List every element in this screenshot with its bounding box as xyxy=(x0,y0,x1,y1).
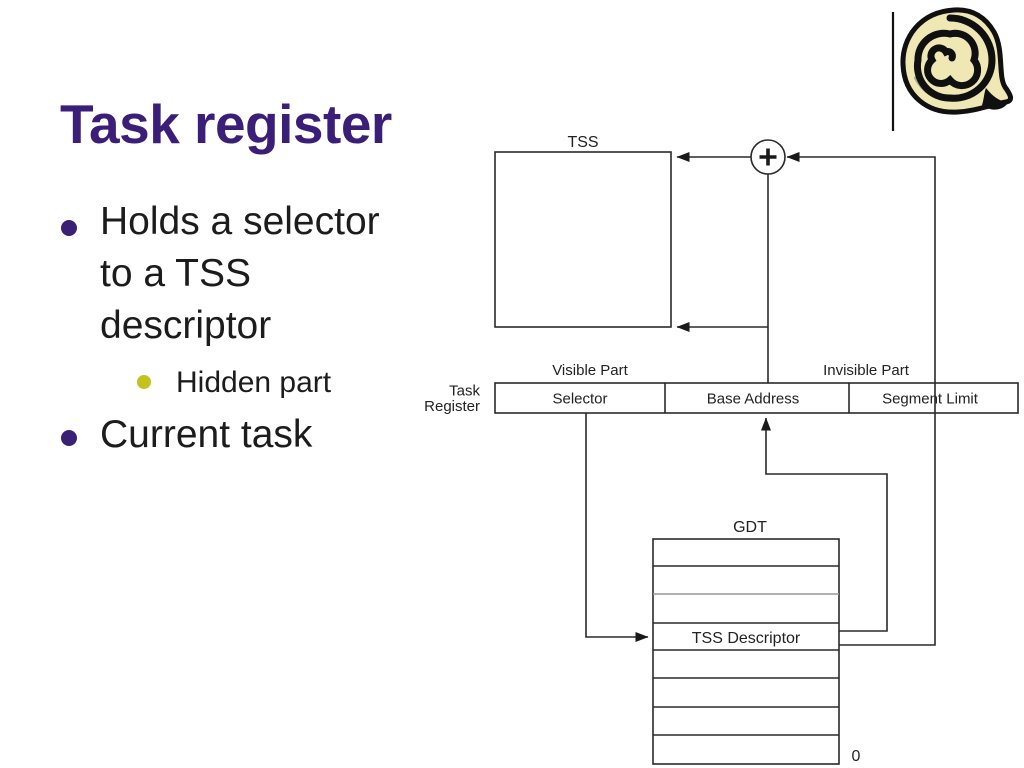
bullet-item-1-line-3: descriptor xyxy=(100,304,272,347)
invisible-part-label: Invisible Part xyxy=(823,362,910,379)
bullet-item-1-line-2: to a TSS xyxy=(100,252,252,295)
gdt-box xyxy=(652,538,840,765)
arrow-selector-to-tss-descriptor xyxy=(585,413,649,642)
slide-title: Task register xyxy=(60,93,392,155)
arrow-descriptor-to-base-address xyxy=(761,417,888,632)
tss-box xyxy=(494,151,672,328)
arrow-descriptor-to-adder xyxy=(786,152,936,646)
bullet-item-1: Holds a selector to a TSS descriptor xyxy=(100,196,380,352)
sub-bullet-dot-icon xyxy=(137,375,151,389)
shell-spiral xyxy=(913,14,996,102)
task-register-box xyxy=(494,382,1019,414)
plus-icon xyxy=(759,148,777,166)
spiral-shell-image xyxy=(900,7,1014,115)
selector-cell-label: Selector xyxy=(552,391,607,408)
bullet-dot-icon xyxy=(61,430,77,446)
segment-limit-cell-label: Segment Limit xyxy=(882,391,979,408)
gdt-label: GDT xyxy=(733,519,767,536)
bullet-dot-icon xyxy=(61,220,77,236)
shell-lip xyxy=(982,88,1009,110)
visible-part-label: Visible Part xyxy=(552,362,628,379)
base-address-cell-label: Base Address xyxy=(707,391,800,408)
task-register-label-line2: Register xyxy=(424,398,480,415)
task-register-label-line1: Task xyxy=(449,383,480,400)
bullet-item-2: Current task xyxy=(100,413,313,456)
gdt-zero-label: 0 xyxy=(852,748,861,765)
sub-bullet-item: Hidden part xyxy=(176,366,332,399)
bullet-item-1-line-1: Holds a selector xyxy=(100,200,380,243)
tss-label: TSS xyxy=(567,134,598,151)
tss-descriptor-label: TSS Descriptor xyxy=(692,630,801,647)
